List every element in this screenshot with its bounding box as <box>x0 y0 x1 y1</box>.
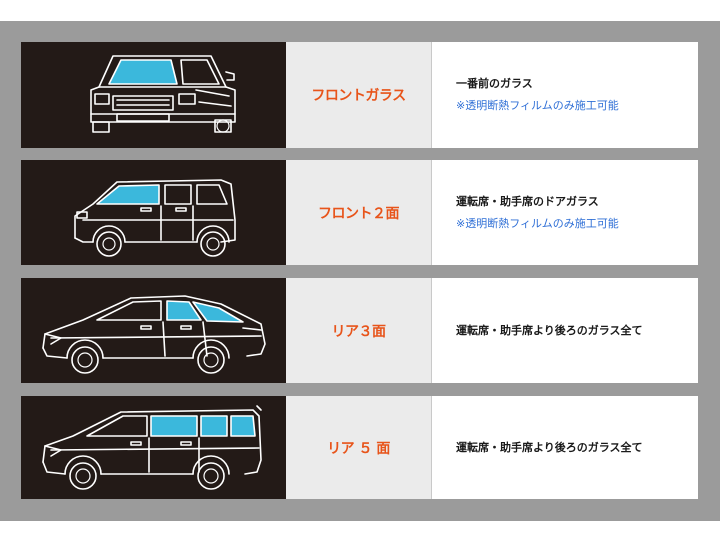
film-note-text: ※透明断熱フィルムのみ施工可能 <box>456 216 619 230</box>
description-text: 一番前のガラス <box>456 77 533 90</box>
description-cell: 運転席・助手席より後ろのガラス全て <box>432 278 698 383</box>
glass-name: リア ５ 面 <box>327 440 390 457</box>
description-text: 運転席・助手席より後ろのガラス全て <box>456 440 643 454</box>
car-image-cell <box>21 396 286 499</box>
glass-name: フロントガラス <box>311 88 406 104</box>
table-row-rear-5-sides: リア ５ 面 運転席・助手席より後ろのガラス全て <box>21 396 698 499</box>
description-text: 運転席・助手席より後ろのガラス全て <box>456 323 643 337</box>
car-image-cell <box>21 160 286 265</box>
description-cell: 運転席・助手席のドアガラス ※透明断熱フィルムのみ施工可能 <box>432 160 698 265</box>
glass-name-cell: フロントガラス <box>286 42 432 148</box>
description-cell: 一番前のガラス ※透明断熱フィルムのみ施工可能 <box>432 42 698 148</box>
glass-name: リア３面 <box>331 323 387 340</box>
table-row-rear-3-sides: リア３面 運転席・助手席より後ろのガラス全て <box>21 278 698 383</box>
table-row-front-glass: フロントガラス 一番前のガラス ※透明断熱フィルムのみ施工可能 <box>21 42 698 148</box>
kei-car-side-view-icon <box>74 179 236 257</box>
table-row-front-2-sides: フロント２面 運転席・助手席のドアガラス ※透明断熱フィルムのみ施工可能 <box>21 160 698 265</box>
glass-name-cell: フロント２面 <box>286 160 432 265</box>
minivan-side-view-icon <box>42 405 262 490</box>
film-note-text: ※透明断熱フィルムのみ施工可能 <box>456 99 619 112</box>
car-image-cell <box>21 42 286 148</box>
glass-name: フロント２面 <box>318 205 400 222</box>
description-cell: 運転席・助手席より後ろのガラス全て <box>432 396 698 499</box>
description-text: 運転席・助手席のドアガラス <box>456 194 599 208</box>
glass-name-cell: リア ５ 面 <box>286 396 432 499</box>
glass-name-cell: リア３面 <box>286 278 432 383</box>
hybrid-sedan-side-view-icon <box>42 295 266 374</box>
car-image-cell <box>21 278 286 383</box>
kei-car-front-view-icon <box>90 55 236 133</box>
